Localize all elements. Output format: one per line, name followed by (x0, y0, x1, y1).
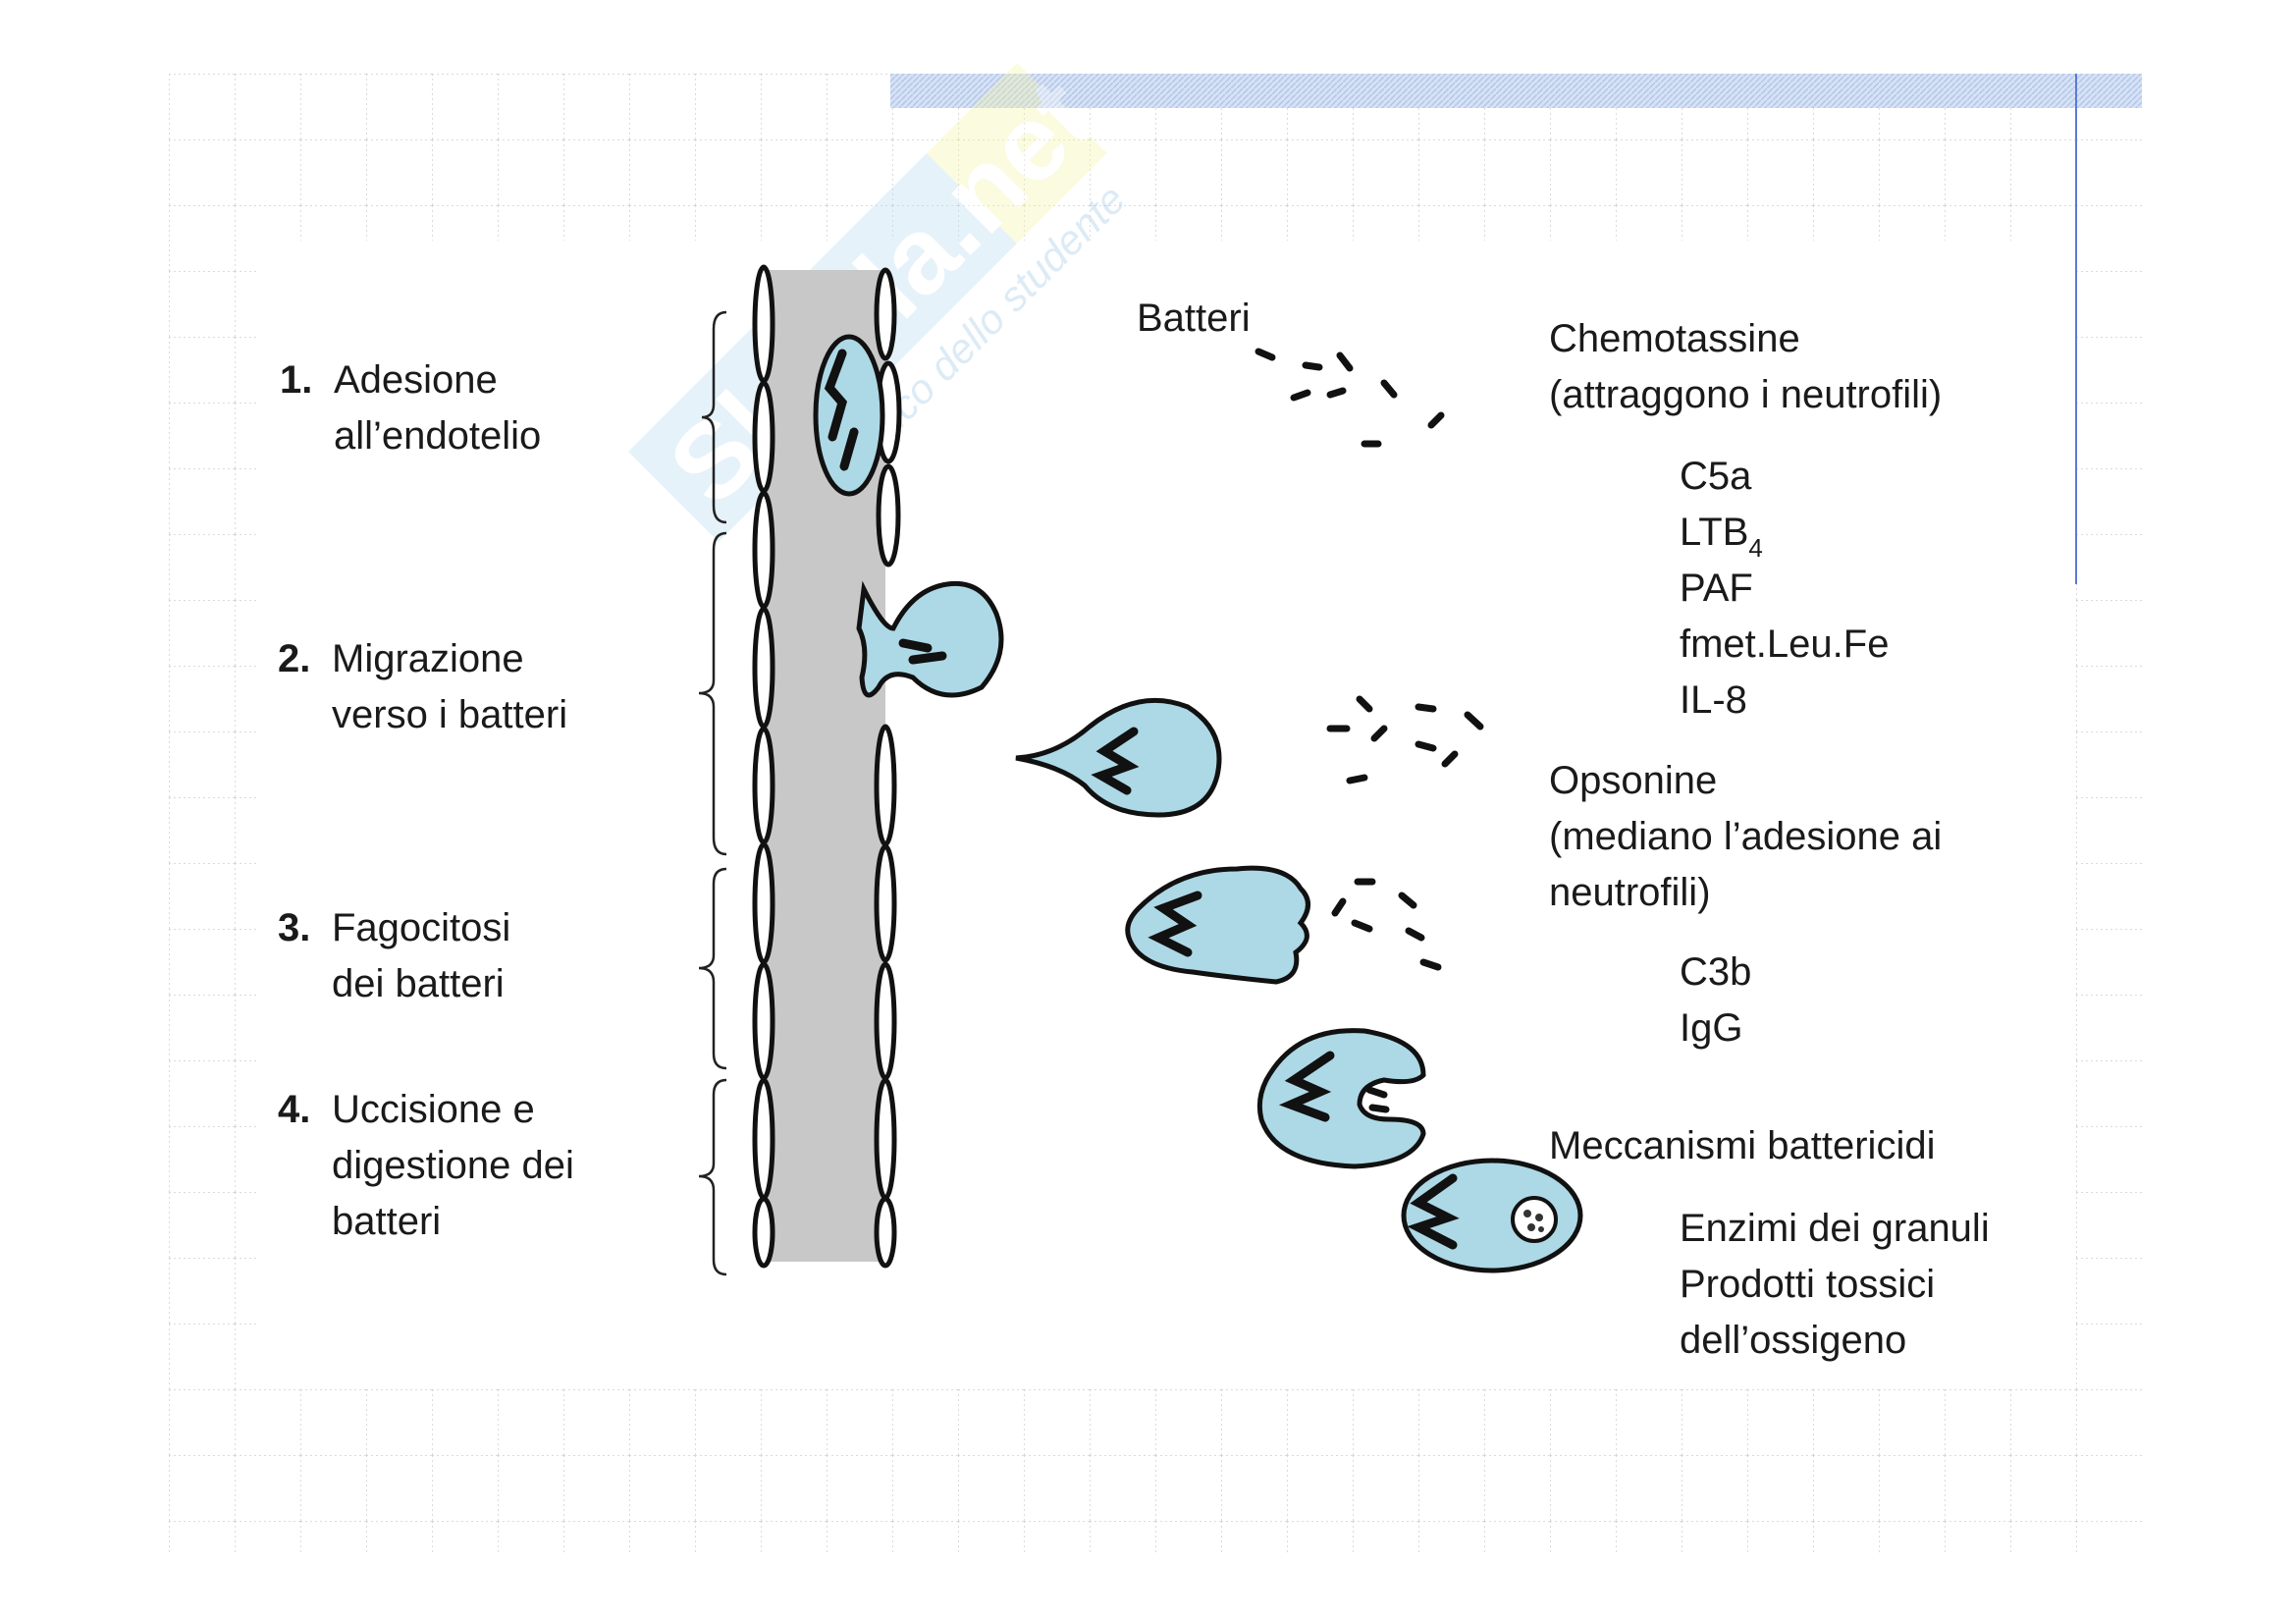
bactericidal-item: Enzimi dei granuli (1680, 1207, 1990, 1250)
bactericidal-block: Meccanismi battericidi Enzimi dei granul… (1549, 1124, 1990, 1362)
step-text: digestione dei (332, 1144, 574, 1187)
neutrophil-digesting (1401, 1158, 1583, 1273)
step-text: verso i batteri (332, 693, 567, 736)
chemotaxin-item: PAF (1680, 567, 1753, 610)
bactericidal-item: Prodotti tossici (1680, 1263, 1935, 1306)
step-2-label: 2. Migrazione verso i batteri (278, 637, 567, 736)
bacteria-label: Batteri (1137, 297, 1251, 340)
chemotaxins-block: Chemotassine (attraggono i neutrofili) C… (1549, 317, 1942, 722)
neutrophil-chemotaxis (1015, 697, 1222, 818)
chemotaxin-item: LTB4 (1680, 511, 1763, 563)
step-braces (698, 310, 727, 1276)
endothelium-left (752, 264, 775, 1269)
neutrophil-engulfing (1256, 1028, 1426, 1169)
step-text: Uccisione e (332, 1088, 535, 1131)
step-number: 2. (278, 637, 310, 680)
step-text: batteri (332, 1200, 441, 1243)
opsonins-title: Opsonine (1549, 759, 1717, 802)
step-1-label: 1. Adesione all’endotelio (280, 358, 541, 458)
neutrophil-adhering (813, 334, 885, 497)
bacteria-cluster-1 (1255, 348, 1445, 448)
step-number: 1. (280, 358, 312, 402)
chemotaxins-subtitle: (attraggono i neutrofili) (1549, 373, 1942, 416)
step-text: dei batteri (332, 962, 505, 1005)
opsonin-item: C3b (1680, 950, 1751, 994)
blood-vessel (752, 264, 902, 1269)
header-bar (890, 74, 2142, 108)
bacteria-cluster-2 (1326, 695, 1484, 784)
bacteria-cluster-3 (1331, 878, 1442, 971)
opsonins-subtitle: neutrofili) (1549, 871, 1711, 914)
step-3-label: 3. Fagocitosi dei batteri (278, 906, 510, 1005)
step-4-label: 4. Uccisione e digestione dei batteri (278, 1088, 574, 1243)
neutrophil-migrating (856, 580, 1004, 698)
step-text: Migrazione (332, 637, 524, 680)
chemotaxin-item: C5a (1680, 455, 1752, 498)
opsonins-subtitle: (mediano l’adesione ai (1549, 815, 1942, 858)
endothelium-right (874, 267, 902, 1269)
step-number: 3. (278, 906, 310, 949)
bactericidal-item: dell’ossigeno (1680, 1319, 1906, 1362)
ltb-subscript: 4 (1748, 533, 1762, 563)
phagolysosome (1511, 1196, 1558, 1243)
bactericidal-title: Meccanismi battericidi (1549, 1124, 1935, 1167)
chemotaxin-item: fmet.Leu.Fe (1680, 622, 1889, 666)
opsonins-block: Opsonine (mediano l’adesione ai neutrofi… (1549, 759, 1942, 1050)
neutrophil-phagocytosing (1125, 865, 1310, 985)
step-text: Fagocitosi (332, 906, 510, 949)
step-text: Adesione (334, 358, 498, 402)
step-number: 4. (278, 1088, 310, 1131)
opsonin-item: IgG (1680, 1006, 1742, 1050)
chemotaxins-title: Chemotassine (1549, 317, 1800, 360)
ltb-text: LTB (1680, 511, 1748, 554)
chemotaxin-item: IL-8 (1680, 678, 1747, 722)
step-text: all’endotelio (334, 414, 541, 458)
